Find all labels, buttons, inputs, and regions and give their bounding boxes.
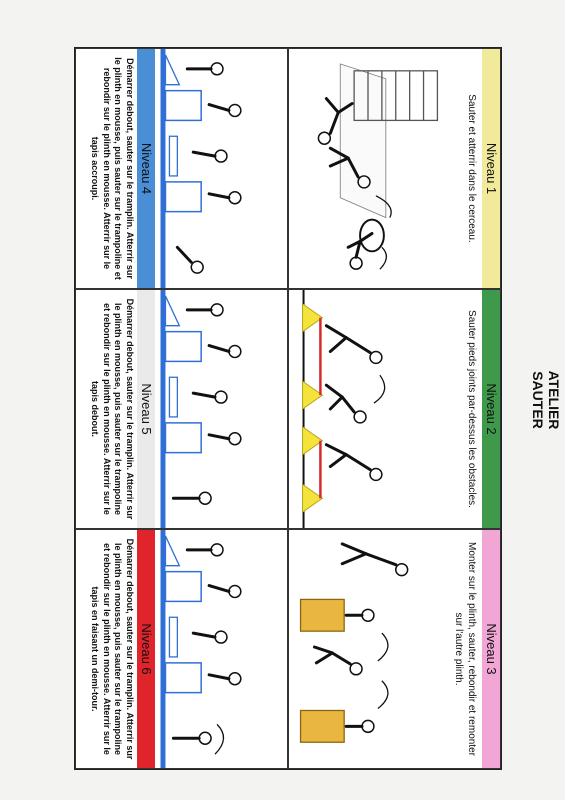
- sauter-heading: SAUTER: [530, 371, 546, 429]
- level-1-header: Niveau 1: [482, 49, 500, 288]
- levels-grid: Niveau 1 Sauter et atterrir dans le cerc…: [74, 47, 502, 770]
- level-1-illustration: [317, 63, 439, 270]
- level-5-illustration: [160, 290, 242, 528]
- level-6-cell: Niveau 6 Démarrer debout, sauter sur le …: [75, 529, 288, 769]
- level-6-description: Démarrer debout, sauter sur le tramplin.…: [90, 538, 136, 760]
- level-1-cell: Niveau 1 Sauter et atterrir dans le cerc…: [288, 48, 501, 289]
- level-5-cell: Niveau 5 Démarrer debout, sauter sur le …: [75, 289, 288, 529]
- level-3-illustration: [299, 542, 409, 743]
- level-6-illustration: [160, 530, 242, 768]
- level-3-description: Monter sur le plinth, sauter, rebondir e…: [453, 542, 477, 756]
- level-1-description: Sauter et atterrir dans le cerceau.: [466, 94, 477, 243]
- level-2-illustration: [302, 290, 386, 528]
- level-5-header: Niveau 5: [137, 290, 155, 528]
- level-6-header: Niveau 6: [137, 530, 155, 768]
- level-2-description: Sauter pieds joints par-dessus les obsta…: [466, 310, 477, 508]
- level-2-cell: Niveau 2 Sauter pieds joints par-dessus …: [288, 289, 501, 529]
- level-5-description: Démarrer debout, sauter sur le tramplin.…: [90, 298, 136, 520]
- level-4-cell: Niveau 4 Démarrer debout, sauter sur le …: [75, 48, 288, 289]
- level-4-illustration: [160, 49, 242, 288]
- level-3-header: Niveau 3: [482, 530, 500, 768]
- level-4-description: Démarrer debout, sauter sur le tramplin.…: [90, 57, 136, 280]
- level-3-cell: Niveau 3 Monter sur le plinth, sauter, r…: [288, 529, 501, 769]
- level-4-header: Niveau 4: [137, 49, 155, 288]
- level-2-header: Niveau 2: [482, 290, 500, 528]
- atelier-heading: ATELIER: [546, 370, 562, 430]
